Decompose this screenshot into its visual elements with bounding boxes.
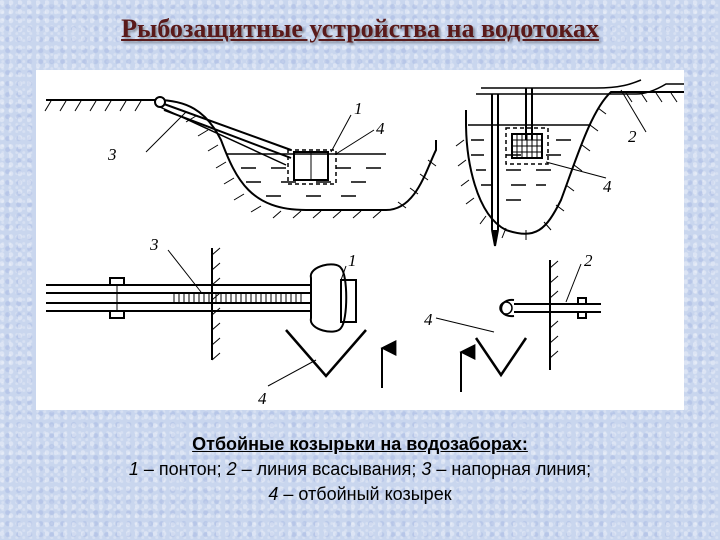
label-4-visor-side: 4: [376, 119, 385, 138]
slide-title: Рыбозащитные устройства на водотоках: [121, 14, 599, 43]
section-pontoon-plan-view: [46, 247, 397, 388]
caption-line-1: 1 – понтон; 2 – линия всасывания; 3 – на…: [0, 457, 720, 482]
label-4-visor-suction-plan: 4: [424, 310, 433, 329]
diagram-figure: 1 4 3: [36, 70, 684, 410]
label-3-pressure-line-side: 3: [107, 145, 117, 164]
caption-num-1: 1: [128, 459, 139, 479]
caption-text-3: – напорная линия;: [431, 459, 592, 479]
channel-bed-left: [46, 99, 437, 211]
section-pontoon-side-view: [44, 96, 437, 219]
caption-heading: Отбойные козырьки на водозаборах:: [192, 434, 528, 454]
caption-text-1: – понтон;: [138, 459, 227, 479]
water-dashes-right: [471, 139, 571, 201]
label-1-pontoon-side: 1: [354, 99, 363, 118]
label-4-visor-right: 4: [603, 177, 612, 196]
caption-text-4: – отбойный козырек: [278, 484, 452, 504]
caption-line-2: 4 – отбойный козырек: [0, 482, 720, 507]
label-2-suction-side: 2: [628, 127, 637, 146]
caption-num-4: 4: [268, 484, 279, 504]
label-4-visor-plan: 4: [258, 389, 267, 408]
caption-num-2: 2: [226, 459, 237, 479]
caption-text-2: – линия всасывания;: [236, 459, 422, 479]
section-suction-side-view: [455, 79, 684, 247]
caption-num-3: 3: [421, 459, 432, 479]
label-1-pontoon-plan: 1: [348, 251, 357, 270]
water-dashes-left: [241, 167, 381, 197]
diagram-svg: 1 4 3: [44, 79, 684, 408]
figure-caption: Отбойные козырьки на водозаборах: 1 – по…: [0, 432, 720, 507]
section-suction-plan-view: [435, 260, 601, 392]
ground-hatching-right: [455, 92, 678, 240]
channel-bed-right: [465, 91, 684, 235]
label-3-pressure-line-plan: 3: [149, 235, 159, 254]
ground-hatching-left: [44, 100, 437, 219]
label-2-suction-plan: 2: [584, 251, 593, 270]
